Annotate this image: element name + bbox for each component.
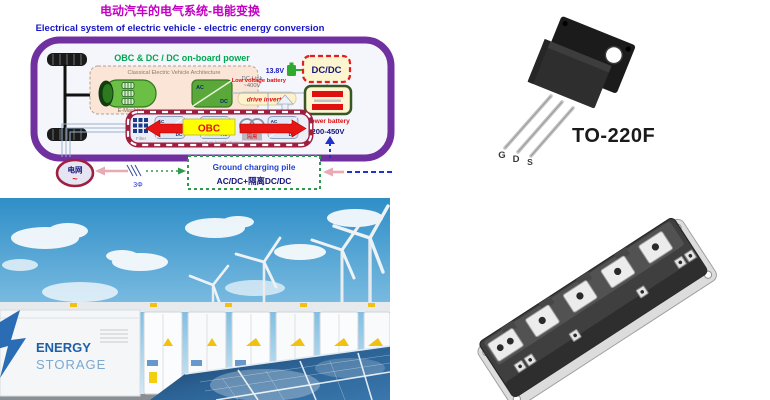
lead-shading: [504, 95, 574, 157]
e-machine-icon: E-Machine: [98, 79, 157, 114]
package-name-label: TO-220F: [572, 125, 655, 147]
vent-louvers: [100, 329, 128, 343]
green-dotted-link: [146, 167, 186, 175]
inverter-ac-label: AC: [196, 85, 204, 91]
terminal-pad: [638, 231, 673, 264]
wind-turbine: [234, 236, 282, 310]
ridge-steps: [500, 247, 631, 335]
power-battery-icon: [303, 84, 353, 116]
to220f-mounting-hole: [604, 45, 624, 65]
low-voltage-battery-label: Low voltage battery: [232, 78, 287, 84]
red-arrow-right: [239, 119, 307, 138]
bus-wires: [61, 92, 305, 157]
power-battery-label: Power battery: [306, 118, 350, 125]
inverter-dc-label: DC: [220, 99, 228, 105]
power-battery-voltage: 200-450V: [312, 127, 346, 136]
dc-link-label: DC-Link: [242, 76, 263, 82]
energy-storage-photo: ENERGY STORAGE: [0, 198, 391, 400]
pin-label-g: G: [498, 150, 505, 161]
wind-turbine: [310, 222, 362, 312]
storage-text: STORAGE: [36, 357, 106, 372]
module-body: [477, 217, 717, 400]
grid-wave: ~: [72, 174, 77, 184]
three-phase-label: 3Φ: [133, 182, 143, 189]
phase-slashes-icon: [126, 164, 142, 177]
to220f-body: [527, 16, 636, 109]
roof-markers: [70, 303, 375, 307]
charging-pile-subtitle: AC/DC+隔离DC/DC: [217, 176, 292, 186]
wind-turbine: [332, 204, 390, 310]
igbt-module-photo: [477, 217, 717, 400]
to220f-photo: G D S TO-220F: [498, 16, 655, 167]
stage1-ac: AC: [158, 119, 165, 124]
wind-turbines: [188, 204, 390, 312]
ev-power-diagram: 电动汽车的电气系统-电能变换 Electrical system of elec…: [30, 3, 395, 190]
aux-terminals: [513, 249, 697, 373]
blue-dashed-link: [325, 136, 392, 173]
architecture-label: Classical Electric Vehicle Architecture: [128, 70, 221, 76]
pink-arrow: [95, 166, 128, 176]
terminal-pad: [525, 304, 560, 338]
onboard-power-heading: OBC & DC / DC on-board power: [114, 53, 250, 63]
terminal-pad: [600, 255, 636, 289]
clouds: [2, 209, 383, 302]
filter-icon: [133, 118, 148, 133]
energy-storage-logo: [0, 310, 26, 378]
solar-panels: [150, 345, 391, 400]
filter-label: Filter: [136, 136, 147, 141]
grid-node: 电网 ~: [55, 158, 95, 188]
energy-text: ENERGY: [36, 340, 91, 355]
dcdc-label: DC/DC: [311, 65, 341, 76]
terminal-pads: [487, 231, 673, 362]
obc-tag: [182, 118, 236, 136]
drive-inverter-label: drive inverter: [247, 97, 288, 104]
e-machine-label: E-Machine: [118, 108, 145, 114]
energy-storage-panel: ENERGY STORAGE: [0, 198, 391, 400]
diagram-title-cn: 电动汽车的电气系统-电能变换: [100, 3, 261, 18]
pile-in-arrow: [323, 167, 344, 177]
stage1-dc: DC: [176, 132, 183, 137]
low-voltage-value: 13.8V: [266, 68, 285, 75]
terminal-pad: [562, 280, 598, 313]
pin-label-d: D: [513, 154, 520, 165]
obc-label: OBC: [198, 124, 220, 135]
charging-pile-title: Ground charging pile: [213, 163, 296, 172]
obc-caption: AC on-board charger: [201, 140, 243, 145]
small-battery-icon: [287, 62, 303, 76]
diagram-title-en: Electrical system of electric vehicle - …: [36, 23, 325, 34]
igbt-module-panel: [390, 200, 770, 400]
grid-label: 电网: [68, 165, 83, 175]
ev-diagram-panel: 电动汽车的电气系统-电能变换 Electrical system of elec…: [0, 0, 430, 198]
isolation-label: 隔离: [247, 133, 258, 141]
pin-label-s: S: [527, 157, 533, 167]
to220f-panel: G D S TO-220F: [430, 0, 770, 198]
ground-charging-pile-box: Ground charging pile AC/DC+隔离DC/DC: [187, 155, 321, 190]
dcdc-converter-box: DC/DC: [301, 54, 352, 84]
obc-module: Filter AC DC DC AC AC DC: [125, 109, 314, 148]
terminal-pad: [487, 328, 524, 362]
dc-link-voltage: ~400V: [244, 83, 261, 89]
stage3-ac: AC: [271, 119, 278, 124]
wheel-axle-icon: [47, 53, 99, 141]
